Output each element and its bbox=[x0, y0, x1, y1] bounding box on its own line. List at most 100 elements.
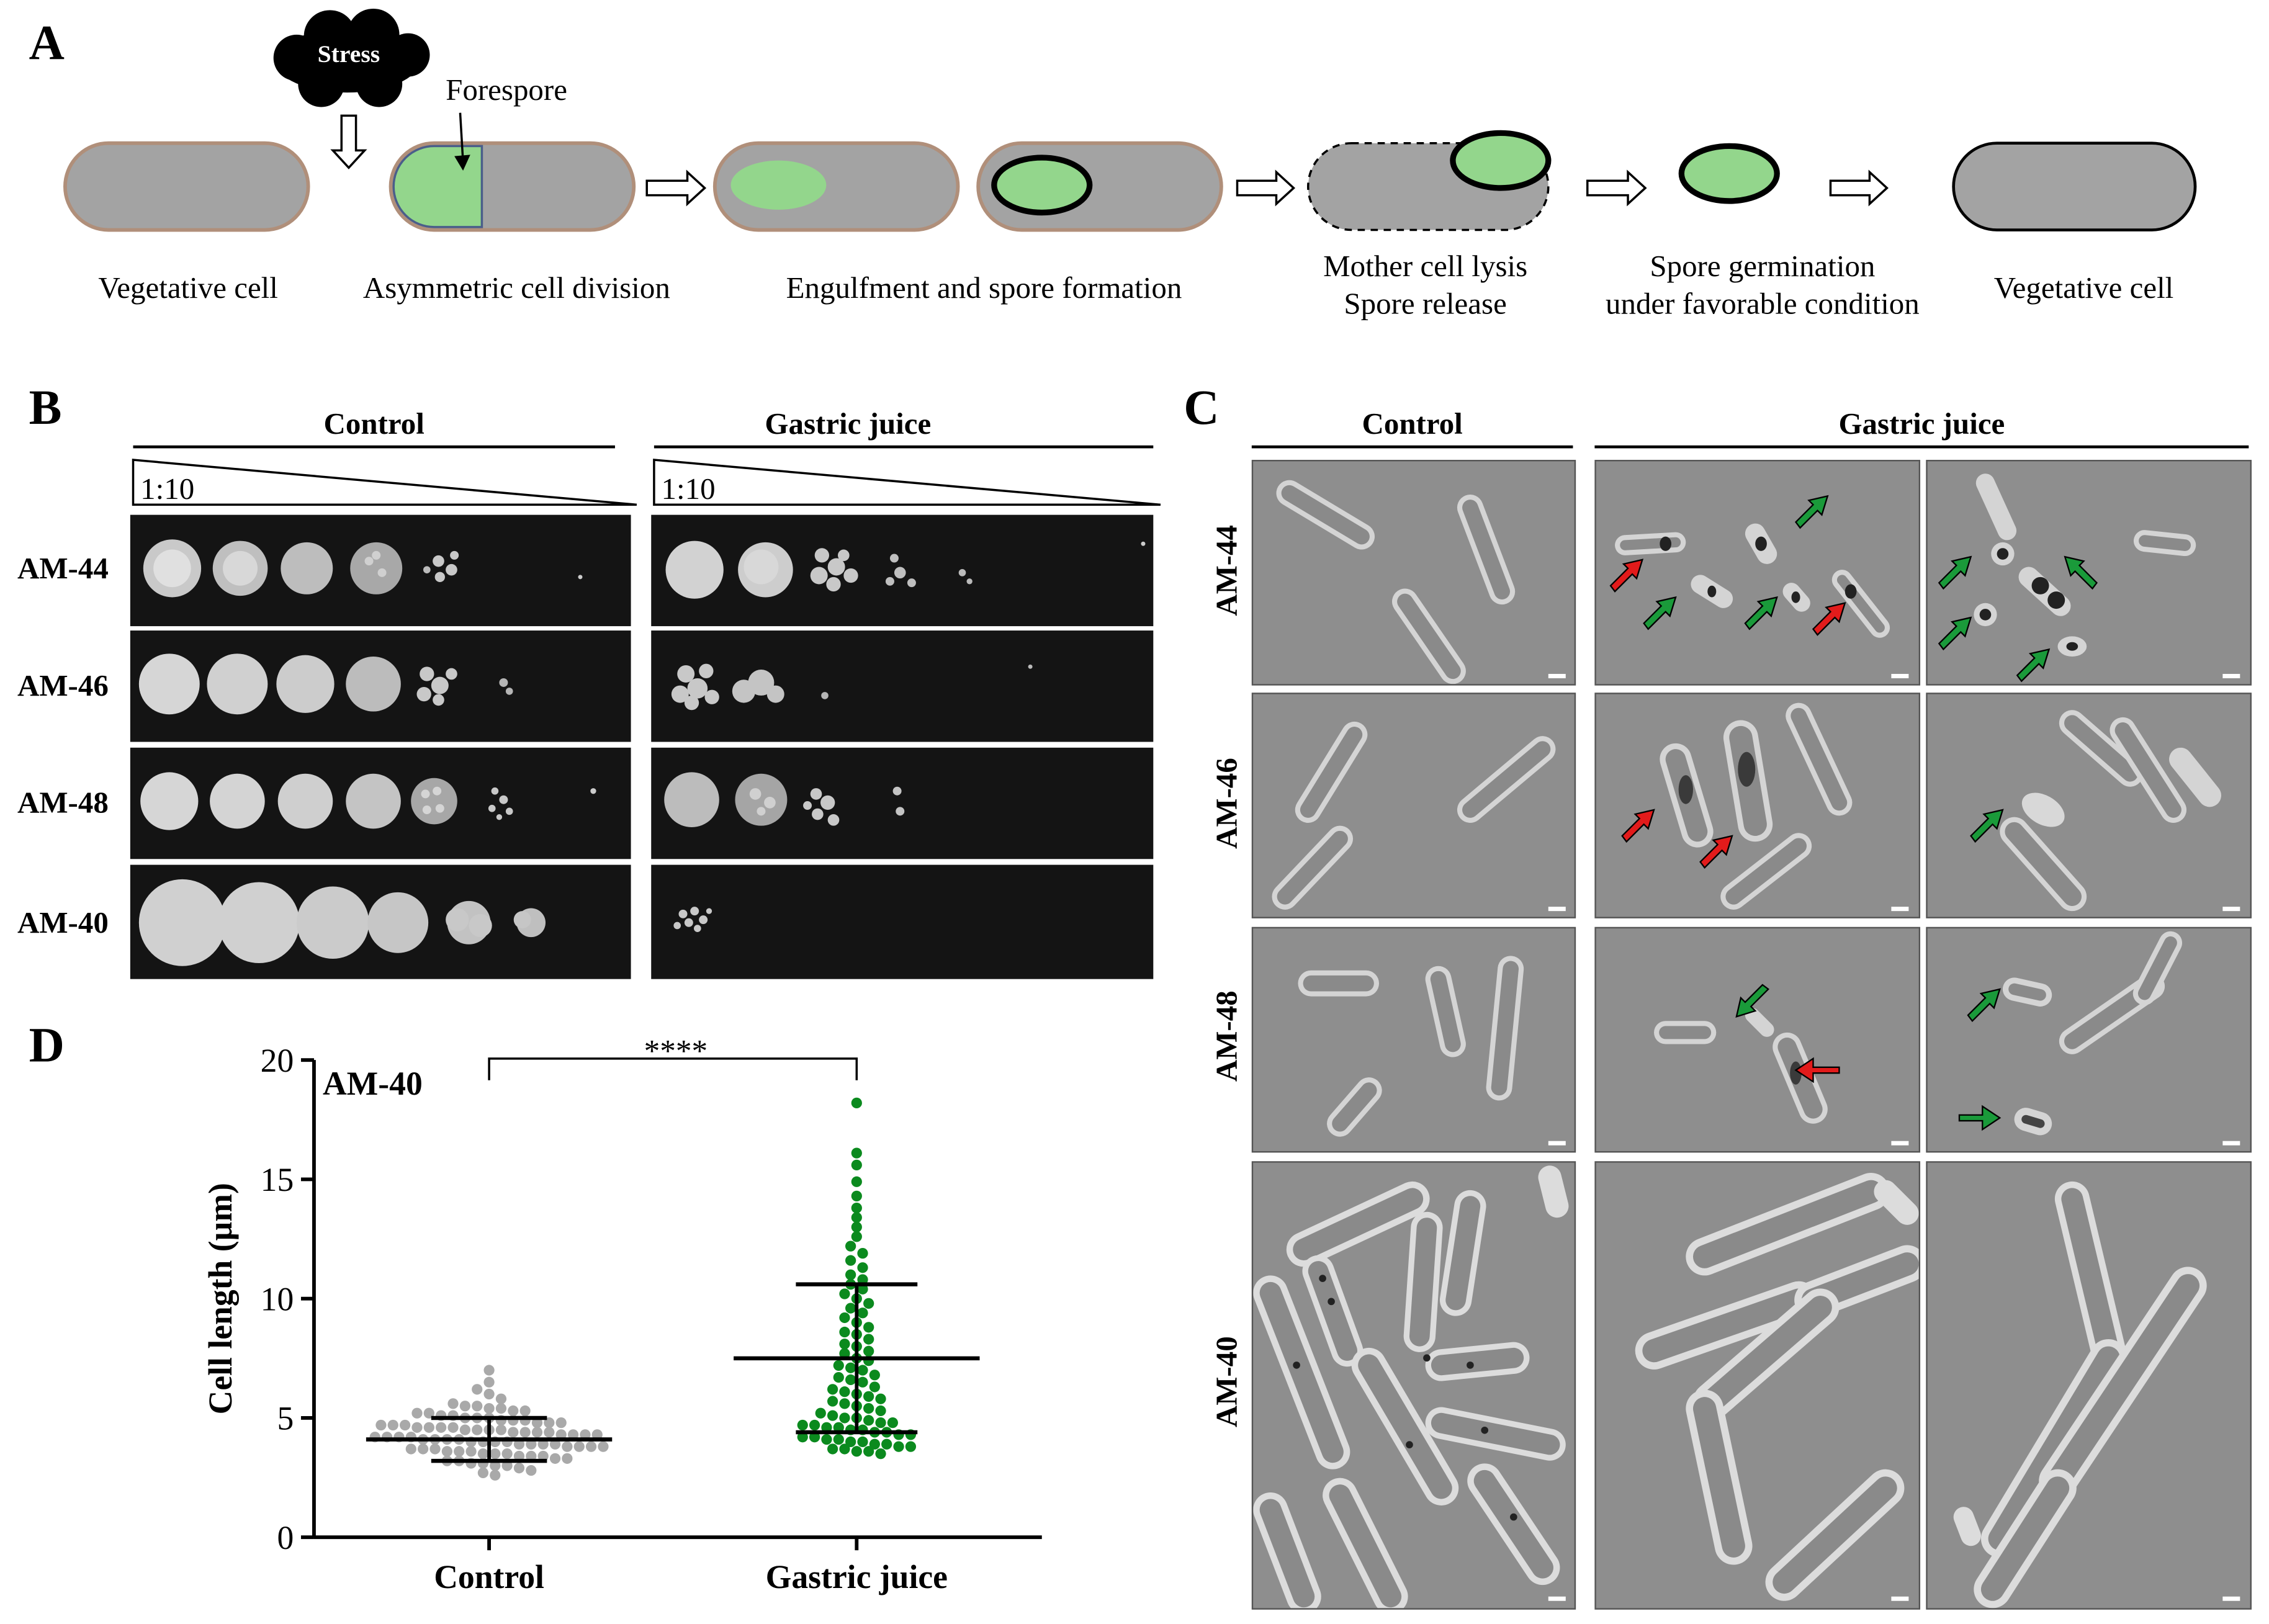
mother-cell-lysis bbox=[1307, 130, 1552, 231]
data-point bbox=[585, 1441, 597, 1452]
stress-cloud-icon bbox=[273, 8, 430, 107]
data-point bbox=[893, 1441, 904, 1452]
strain-label: AM-44 bbox=[1209, 524, 1244, 616]
data-point bbox=[513, 1463, 525, 1474]
green-arrow-icon bbox=[1794, 495, 1829, 529]
data-point bbox=[537, 1450, 549, 1462]
data-point bbox=[863, 1415, 874, 1426]
dilution-wedge-control bbox=[132, 459, 637, 506]
data-point bbox=[809, 1419, 820, 1431]
data-point bbox=[845, 1374, 856, 1386]
data-point bbox=[845, 1240, 856, 1252]
x-tick-label: Control bbox=[434, 1558, 544, 1595]
header-rule bbox=[1251, 445, 1573, 449]
x-tick-label: Gastric juice bbox=[766, 1558, 948, 1595]
micrograph-control-am48 bbox=[1251, 926, 1576, 1153]
data-point bbox=[821, 1422, 832, 1433]
data-point bbox=[875, 1417, 886, 1429]
data-point bbox=[833, 1371, 844, 1383]
data-point bbox=[887, 1417, 898, 1429]
data-point bbox=[459, 1401, 471, 1412]
data-point bbox=[833, 1433, 844, 1445]
data-point bbox=[495, 1393, 507, 1404]
data-point bbox=[863, 1345, 874, 1357]
plate-control-am46 bbox=[130, 630, 631, 742]
header-rule bbox=[133, 445, 615, 449]
data-point bbox=[863, 1322, 874, 1333]
data-point bbox=[562, 1441, 573, 1452]
data-point bbox=[833, 1360, 844, 1371]
data-point bbox=[483, 1365, 495, 1376]
strain-label: AM-46 bbox=[1209, 758, 1244, 849]
plate-gastric-am46 bbox=[651, 630, 1154, 742]
data-point bbox=[851, 1212, 862, 1223]
data-point bbox=[851, 1176, 862, 1187]
micrograph-gastric-am46-a bbox=[1594, 693, 1921, 918]
right-arrow-icon bbox=[1829, 169, 1889, 207]
red-arrow-icon bbox=[1621, 809, 1655, 843]
group-header-gastric: Gastric juice bbox=[1838, 406, 2005, 441]
data-point bbox=[513, 1438, 525, 1450]
group-header-control: Control bbox=[323, 406, 425, 441]
data-point bbox=[863, 1334, 874, 1345]
down-arrow-icon bbox=[330, 114, 367, 169]
data-point bbox=[477, 1467, 489, 1479]
data-point bbox=[454, 1446, 465, 1457]
stage-label: Spore germination under favorable condit… bbox=[1605, 248, 1920, 321]
strain-label: AM-44 bbox=[17, 550, 109, 586]
right-arrow-icon bbox=[1586, 169, 1647, 207]
data-point bbox=[598, 1441, 609, 1452]
data-point bbox=[591, 1429, 603, 1440]
data-point bbox=[495, 1402, 507, 1414]
data-point bbox=[399, 1419, 411, 1431]
data-point bbox=[905, 1441, 917, 1452]
vegetative-cell-1 bbox=[63, 141, 310, 232]
significance-bracket bbox=[488, 1057, 858, 1080]
red-arrow-icon bbox=[1699, 835, 1733, 869]
data-point bbox=[526, 1438, 537, 1450]
micrograph-control-am44 bbox=[1251, 460, 1576, 686]
data-point bbox=[827, 1443, 838, 1455]
strain-label: AM-40 bbox=[323, 1065, 423, 1102]
green-arrow-icon bbox=[1643, 596, 1677, 630]
plate-control-am48 bbox=[130, 747, 631, 859]
data-point bbox=[531, 1417, 543, 1429]
green-arrow-icon bbox=[2016, 648, 2051, 683]
data-point bbox=[483, 1402, 495, 1414]
significance-stars: **** bbox=[644, 1034, 708, 1069]
data-point bbox=[857, 1274, 868, 1285]
group-header-control: Control bbox=[1362, 406, 1463, 441]
data-point bbox=[839, 1339, 850, 1350]
data-point bbox=[851, 1147, 862, 1159]
plate-gastric-am44 bbox=[651, 514, 1154, 627]
stage-label: Asymmetric cell division bbox=[362, 270, 670, 305]
y-tick-label: 20 bbox=[261, 1042, 294, 1079]
micrograph-control-am40 bbox=[1251, 1161, 1576, 1610]
strain-label: AM-46 bbox=[17, 668, 109, 703]
data-point bbox=[519, 1405, 531, 1417]
data-point bbox=[477, 1448, 489, 1460]
stage-label: Vegetative cell bbox=[98, 270, 278, 305]
data-point bbox=[531, 1427, 543, 1438]
engulfment-cell bbox=[712, 141, 960, 232]
data-point bbox=[411, 1407, 423, 1419]
data-point bbox=[501, 1448, 513, 1460]
data-point bbox=[375, 1419, 387, 1431]
data-point bbox=[857, 1262, 868, 1273]
green-arrow-icon bbox=[1967, 988, 2001, 1023]
data-point bbox=[833, 1422, 844, 1433]
micrograph-control-am46 bbox=[1251, 693, 1576, 918]
data-point bbox=[387, 1419, 398, 1431]
data-point bbox=[555, 1429, 567, 1440]
data-point bbox=[839, 1386, 850, 1397]
stress-label: Stress bbox=[317, 40, 380, 68]
data-point bbox=[845, 1436, 856, 1448]
micrograph-gastric-am44-b bbox=[1926, 460, 2252, 686]
data-point bbox=[857, 1283, 868, 1294]
data-point bbox=[827, 1384, 838, 1395]
panel-a-letter: A bbox=[29, 17, 65, 71]
data-point bbox=[459, 1424, 471, 1435]
y-tick-label: 0 bbox=[277, 1519, 294, 1556]
header-rule bbox=[1594, 445, 2249, 449]
data-point bbox=[544, 1427, 555, 1438]
